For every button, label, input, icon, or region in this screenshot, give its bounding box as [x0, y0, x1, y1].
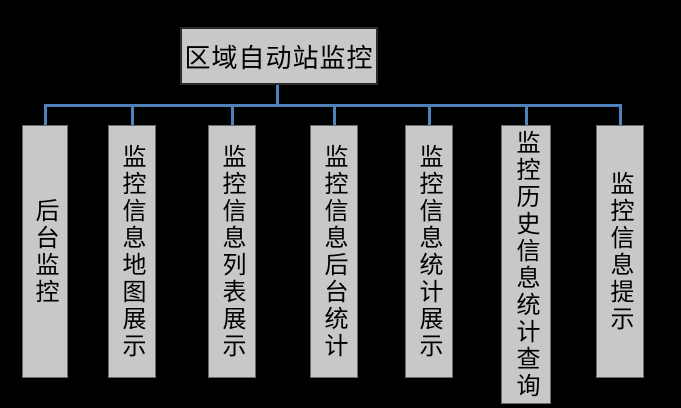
connector-drop-3 [231, 106, 234, 125]
child-node-info-prompt: 监控信息提示 [596, 125, 644, 378]
child-node-label: 监控信息统计展示 [415, 143, 443, 360]
connector-horizontal-bus [44, 104, 622, 107]
connector-drop-5 [428, 106, 431, 125]
connector-drop-4 [333, 106, 336, 125]
child-node-label: 监控历史信息统计查询 [512, 129, 540, 400]
child-node-label: 后台监控 [31, 197, 59, 306]
connector-drop-2 [131, 106, 134, 125]
child-node-history-statistics-query: 监控历史信息统计查询 [501, 125, 551, 404]
child-node-list-display: 监控信息列表展示 [208, 125, 256, 378]
connector-drop-1 [44, 106, 47, 125]
connector-drop-6 [525, 106, 528, 125]
child-node-backend-statistics: 监控信息后台统计 [310, 125, 358, 378]
child-node-label: 监控信息提示 [606, 170, 634, 333]
root-node: 区域自动站监控 [180, 27, 378, 85]
child-node-label: 监控信息地图展示 [118, 143, 146, 360]
child-node-map-display: 监控信息地图展示 [108, 125, 156, 378]
child-node-label: 监控信息后台统计 [320, 143, 348, 360]
root-node-label: 区域自动站监控 [184, 43, 374, 74]
connector-drop-7 [619, 106, 622, 125]
child-node-backend-monitoring: 后台监控 [22, 125, 68, 378]
child-node-statistics-display: 监控信息统计展示 [405, 125, 453, 378]
child-node-label: 监控信息列表展示 [218, 143, 246, 360]
connector-root-drop [276, 85, 279, 105]
